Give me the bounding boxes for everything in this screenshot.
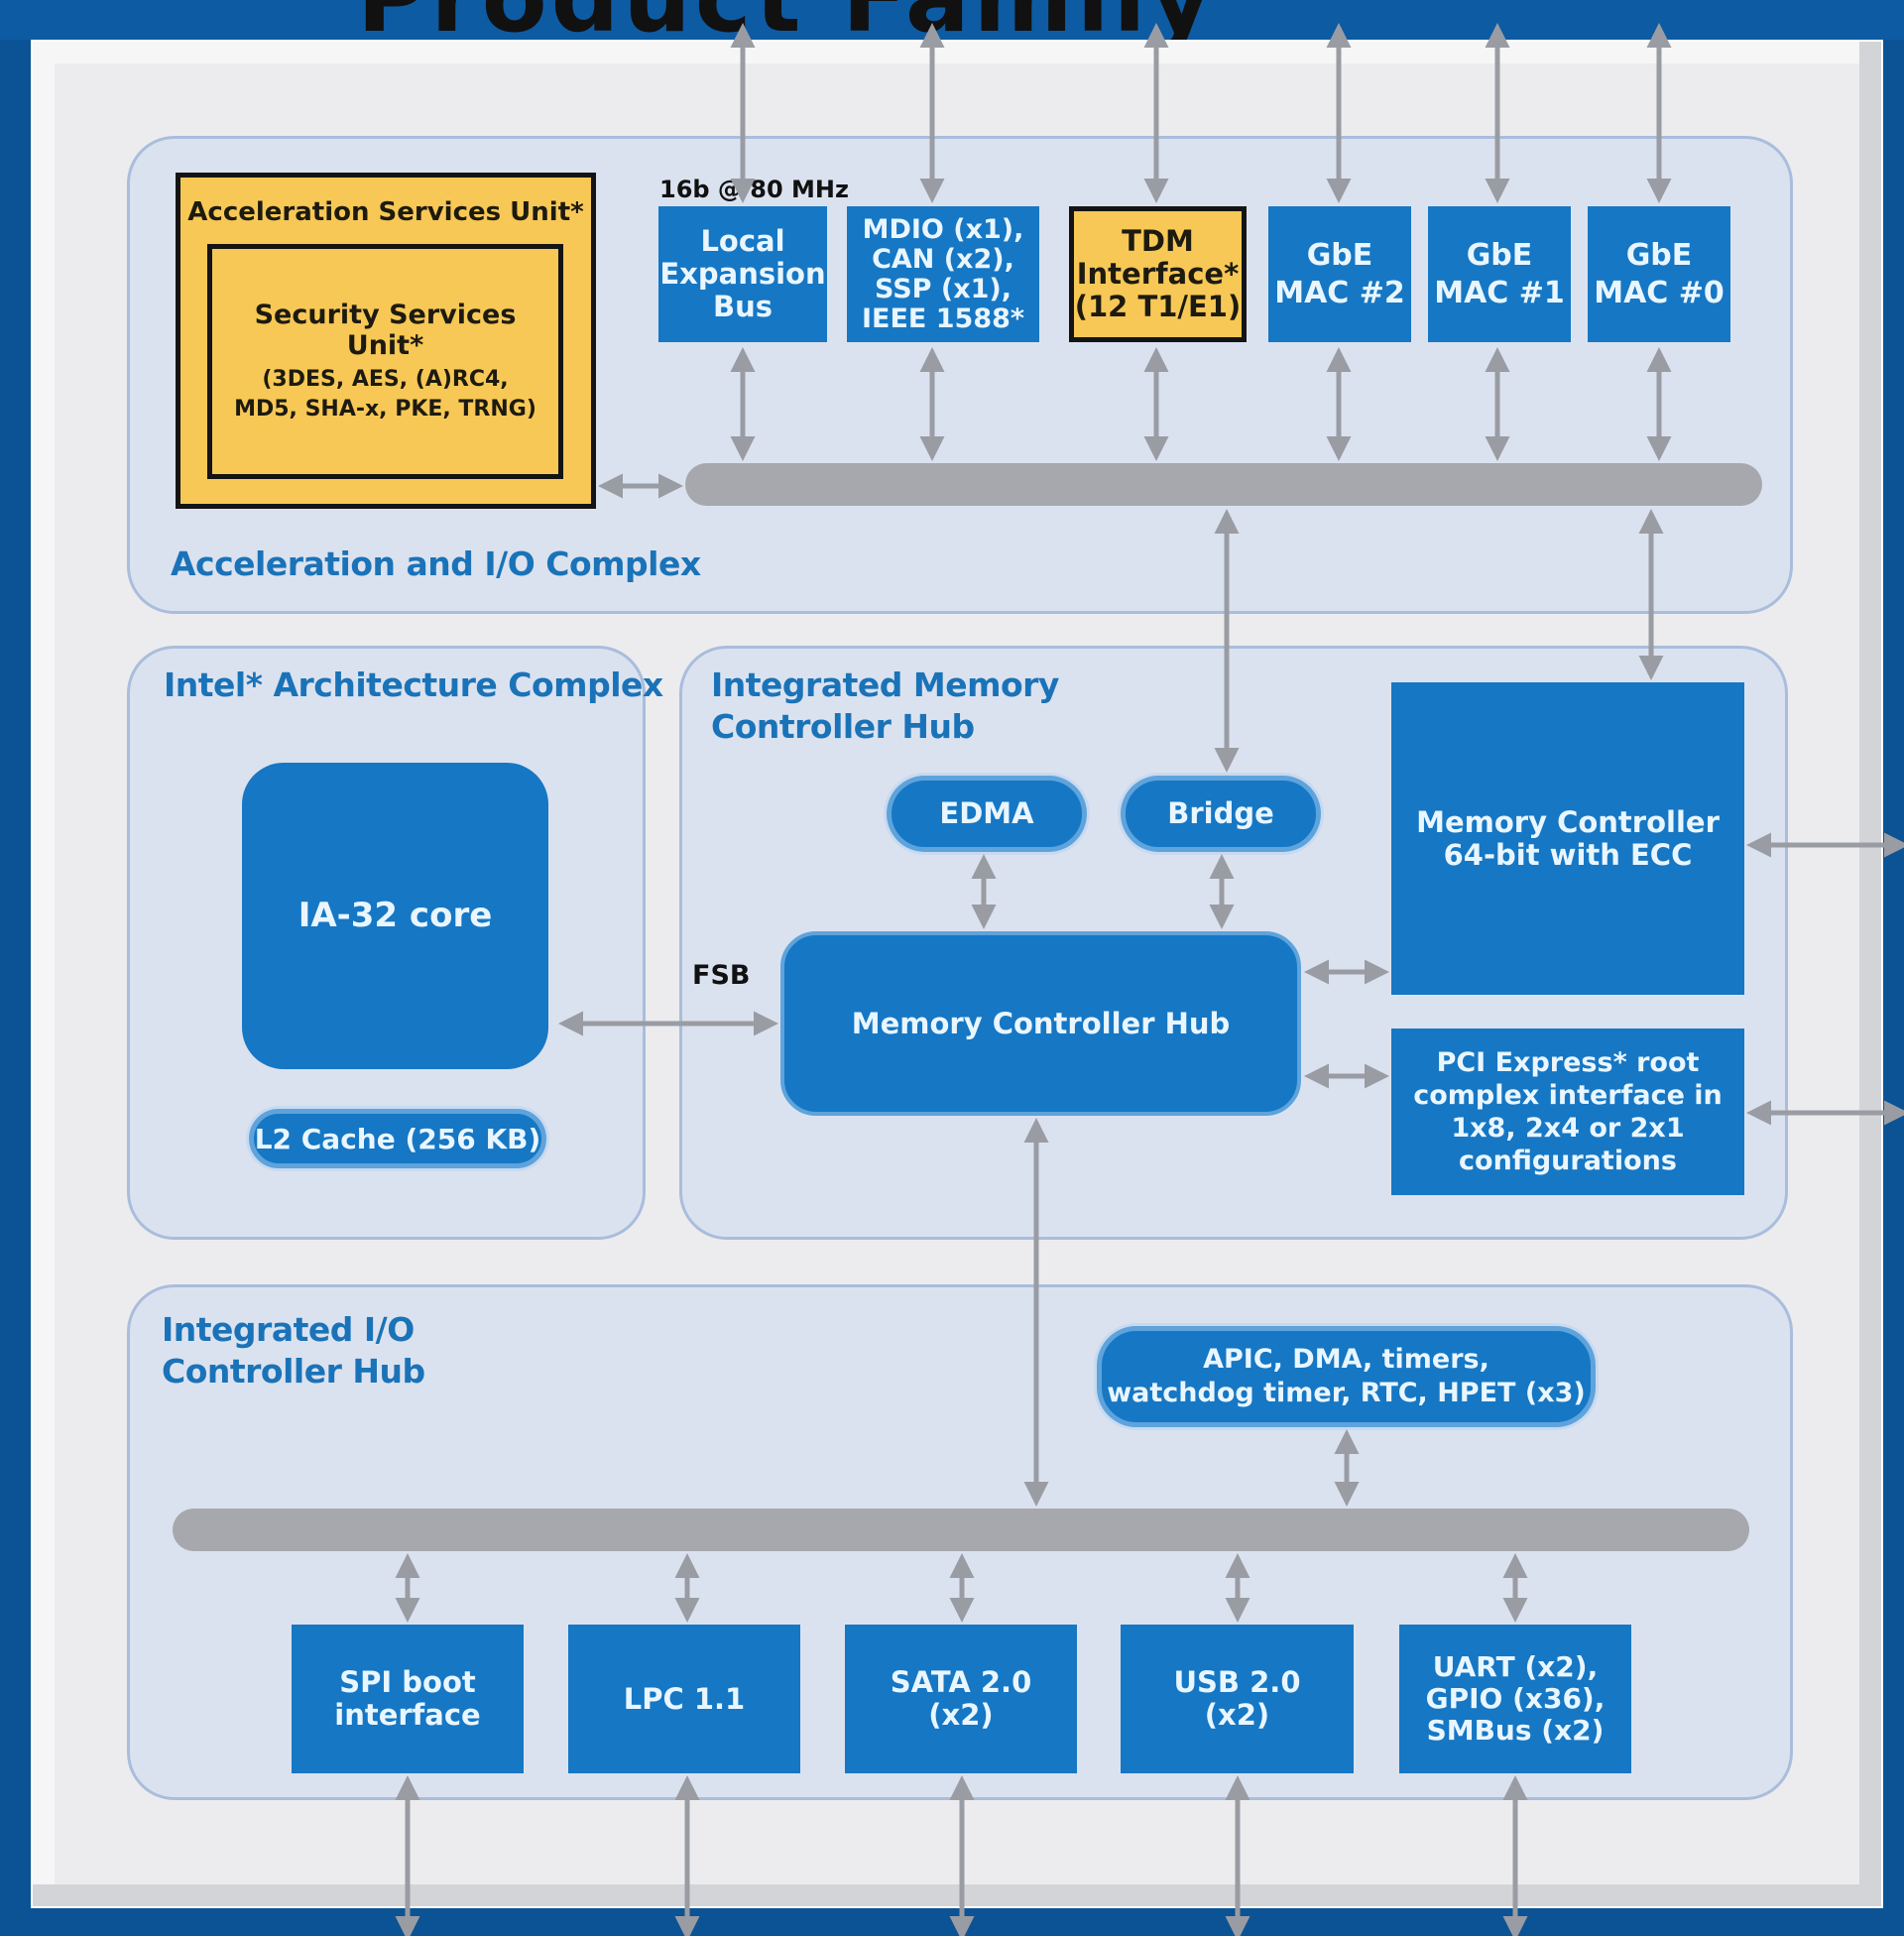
page-title: Product Family — [357, 0, 1216, 40]
uart-gpio-smbus-block[interactable]: UART (x2), GPIO (x36), SMBus (x2) — [1399, 1625, 1631, 1773]
memory-controller-hub-block[interactable]: Memory Controller Hub — [780, 931, 1301, 1116]
gbe-mac-1-block[interactable]: GbE MAC #1 — [1428, 206, 1571, 342]
bridge-block[interactable]: Bridge — [1121, 776, 1321, 852]
asu-title: Acceleration Services Unit* — [187, 197, 584, 227]
apic-dma-timers-block[interactable]: APIC, DMA, timers, watchdog timer, RTC, … — [1097, 1326, 1596, 1427]
ioch-label: Integrated I/O Controller Hub — [162, 1310, 425, 1391]
ssu-title: Security Services Unit* — [254, 299, 517, 361]
title-strip: Product Family — [0, 0, 1904, 40]
ia32-core-block[interactable]: IA-32 core — [242, 763, 548, 1069]
sata-block[interactable]: SATA 2.0 (x2) — [845, 1625, 1077, 1773]
edma-block[interactable]: EDMA — [887, 776, 1087, 852]
gbe-mac-0-block[interactable]: GbE MAC #0 — [1588, 206, 1730, 342]
security-services-unit[interactable]: Security Services Unit* (3DES, AES, (A)R… — [207, 244, 563, 479]
local-expansion-bus-block[interactable]: Local Expansion Bus — [658, 206, 827, 342]
acceleration-complex-label: Acceleration and I/O Complex — [171, 544, 701, 583]
l2-cache-block[interactable]: L2 Cache (256 KB) — [249, 1109, 546, 1168]
memory-controller-block[interactable]: Memory Controller 64-bit with ECC — [1391, 682, 1744, 995]
imch-label: Integrated Memory Controller Hub — [711, 666, 1059, 746]
usb-block[interactable]: USB 2.0 (x2) — [1121, 1625, 1354, 1773]
mdio-can-ssp-block[interactable]: MDIO (x1), CAN (x2), SSP (x1), IEEE 1588… — [847, 206, 1039, 342]
pcie-root-complex-block[interactable]: PCI Express* root complex interface in 1… — [1391, 1028, 1744, 1195]
lpc-block[interactable]: LPC 1.1 — [568, 1625, 800, 1773]
acceleration-services-unit[interactable]: Acceleration Services Unit* Security Ser… — [176, 173, 596, 509]
fsb-label: FSB — [692, 960, 751, 991]
gbe-mac-2-block[interactable]: GbE MAC #2 — [1268, 206, 1411, 342]
tdm-interface-block[interactable]: TDM Interface* (12 T1/E1) — [1069, 206, 1247, 342]
spi-boot-interface-block[interactable]: SPI boot interface — [292, 1625, 524, 1773]
ia-complex-label: Intel* Architecture Complex — [164, 666, 663, 704]
ssu-detail: (3DES, AES, (A)RC4, MD5, SHA-x, PKE, TRN… — [234, 366, 536, 422]
acceleration-internal-bus — [685, 463, 1762, 506]
io-internal-bus — [173, 1509, 1749, 1551]
